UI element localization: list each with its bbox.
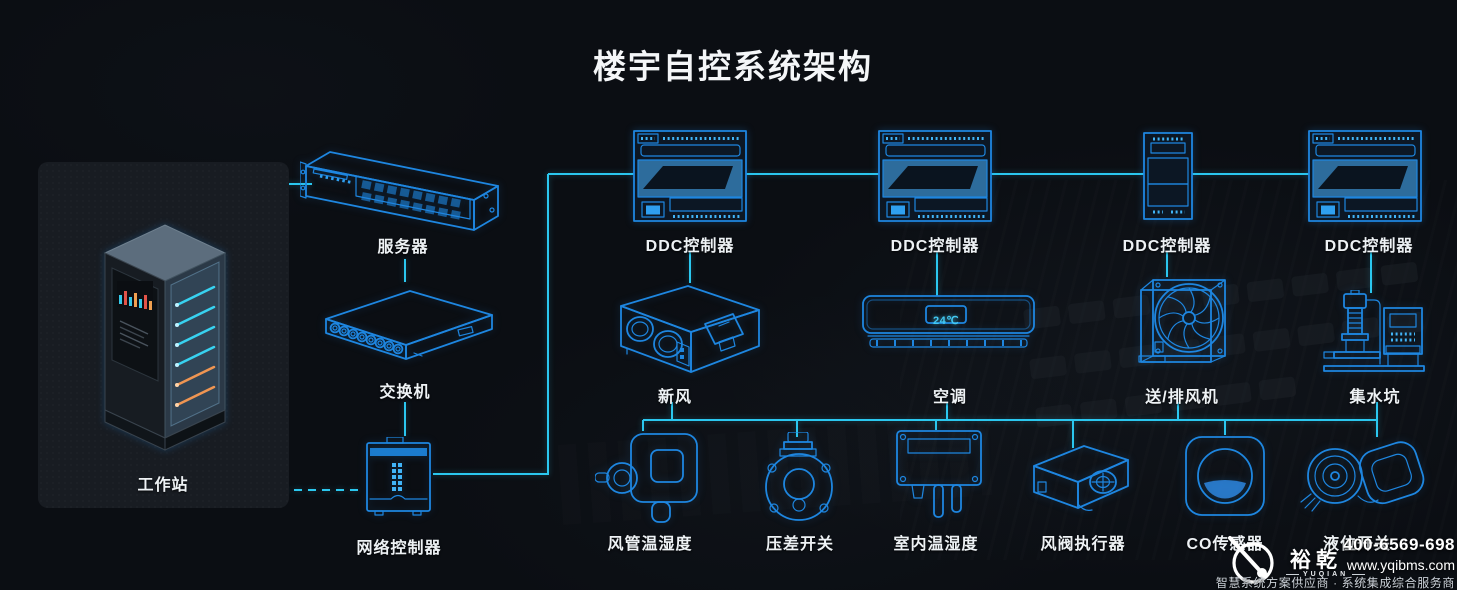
label-fresh-air: 新风 <box>657 389 693 406</box>
brand-footer: 裕乾 YUQIAN 400-6569-698 www.yqibms.com 智慧… <box>1180 528 1457 590</box>
pressure-switch-icon <box>765 432 833 521</box>
ddc-controller-icon <box>1308 130 1422 222</box>
axial-fan-icon <box>1138 279 1226 363</box>
label-ddc2: DDC控制器 <box>890 238 980 255</box>
brand-tagline: 智慧系统方案供应商 · 系统集成综合服务商 <box>1215 576 1455 590</box>
ddc-controller-icon <box>878 130 992 222</box>
label-damper-actuator: 风阀执行器 <box>1040 536 1126 553</box>
duct-sensor-icon <box>595 433 698 523</box>
pump-station-icon <box>1323 290 1425 372</box>
label-fan: 送/排风机 <box>1145 389 1219 406</box>
label-switch: 交换机 <box>379 384 431 401</box>
rack-server-icon <box>300 151 499 231</box>
label-ddc4: DDC控制器 <box>1324 238 1414 255</box>
damper-actuator-icon <box>1033 445 1129 511</box>
label-co-sensor: CO传感器 <box>1186 536 1264 553</box>
contact-block: 400-6569-698 www.yqibms.com <box>1343 534 1455 574</box>
label-sump-pit: 集水坑 <box>1349 389 1401 406</box>
ac-temperature-display: 24℃ <box>932 315 960 327</box>
label-workstation: 工作站 <box>137 477 189 494</box>
din-rail-controller-icon <box>1143 132 1193 220</box>
air-conditioner-icon <box>862 295 1035 348</box>
controller-box-icon <box>366 437 431 516</box>
label-room-sensor: 室内温湿度 <box>893 536 979 553</box>
website-url: www.yqibms.com <box>1346 557 1455 573</box>
label-level-switch: 液位开关 <box>1322 536 1392 553</box>
server-cabinet-icon <box>103 224 227 451</box>
brand-name-en: YUQIAN <box>1286 571 1365 578</box>
label-ddc3: DDC控制器 <box>1122 238 1212 255</box>
label-pressure-switch: 压差开关 <box>765 536 835 553</box>
label-ddc1: DDC控制器 <box>645 238 735 255</box>
fresh-air-unit-icon <box>620 285 760 373</box>
room-sensor-icon <box>896 430 982 518</box>
ddc-controller-icon <box>633 130 747 222</box>
label-air-conditioner: 空调 <box>932 389 968 406</box>
level-switch-icon <box>1300 441 1425 512</box>
network-switch-icon <box>325 290 493 360</box>
label-network-controller: 网络控制器 <box>356 540 442 557</box>
label-server: 服务器 <box>377 239 429 256</box>
workstation-panel <box>38 162 289 508</box>
page-title: 楼宇自控系统架构 <box>593 48 873 85</box>
yuqian-logo-icon <box>1228 536 1274 584</box>
brand-name: 裕乾 <box>1290 549 1342 572</box>
co-sensor-icon <box>1185 436 1265 516</box>
brand-en-text: YUQIAN <box>1303 571 1349 578</box>
phone-number: 400-6569-698 <box>1343 535 1455 554</box>
label-duct-sensor: 风管温湿度 <box>607 536 693 553</box>
